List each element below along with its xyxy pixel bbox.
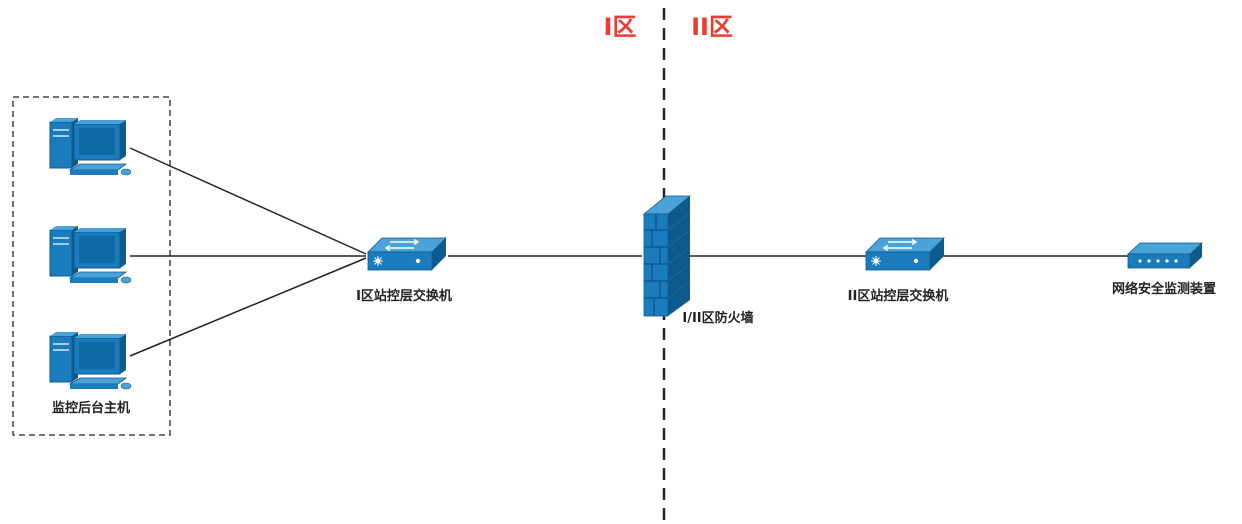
switch-zone1-icon: [367, 237, 447, 271]
switch-zone2-icon: [865, 237, 945, 271]
zone-1-label: I区: [604, 13, 637, 41]
host-computer-2: [49, 225, 132, 284]
links: [129, 147, 1128, 357]
monitor-device-label: 网络安全监测装置: [1112, 281, 1216, 297]
firewall-icon: [642, 195, 692, 317]
host-computer-1: [49, 117, 132, 176]
hosts-group-label: 监控后台主机: [52, 400, 130, 416]
link-host3-switch1: [129, 257, 367, 357]
host-computer-3: [49, 331, 132, 390]
hosts-group-box: [12, 96, 171, 436]
switch-zone2-label: II区站控层交换机: [848, 288, 949, 304]
firewall-label: I/II区防火墙: [682, 310, 753, 326]
switch-zone1-label: I区站控层交换机: [356, 288, 452, 304]
link-host1-switch1: [129, 147, 367, 255]
zone-2-label: II区: [691, 13, 733, 41]
monitor-device-icon: [1126, 242, 1204, 269]
